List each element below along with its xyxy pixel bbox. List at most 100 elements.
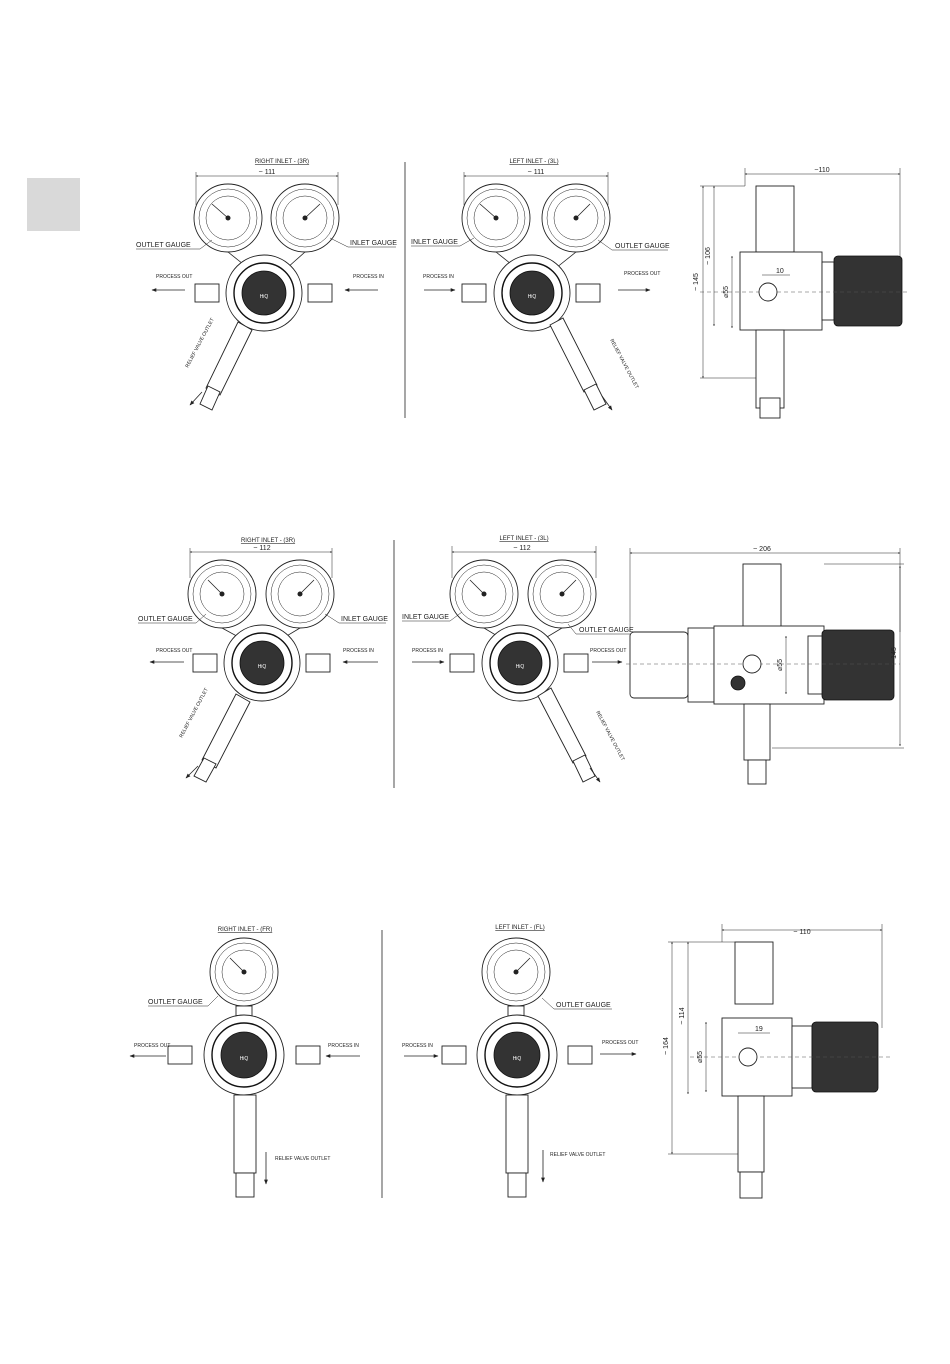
front-view-left-inlet-3l: LEFT INLET - (3L) ~ 112 INLET GAUGE OUTL… xyxy=(402,536,634,783)
process-in-label: PROCESS IN xyxy=(423,274,454,280)
port xyxy=(742,654,762,674)
outlet-gauge-label: OUTLET GAUGE xyxy=(579,627,634,634)
side-view: ~ 206 ~ 145 ⌀55 xyxy=(626,546,904,785)
process-out-label: PROCESS OUT xyxy=(156,274,192,280)
relief-valve-label: RELIEF VALVE OUTLET xyxy=(594,710,625,762)
diameter-dimension: ⌀55 xyxy=(777,659,784,671)
length-dimension: ~110 xyxy=(814,167,829,174)
outlet-gauge xyxy=(527,559,597,629)
front-view-right-inlet-fr: RIGHT INLET - (FR) OUTLET GAUGE HiQ PROC… xyxy=(129,927,360,1198)
outlet-gauge-label: OUTLET GAUGE xyxy=(556,1002,611,1009)
process-out-label: PROCESS OUT xyxy=(624,271,660,277)
upper-gauge-stem xyxy=(734,941,774,1005)
inlet-gauge xyxy=(449,559,519,629)
view-title: RIGHT INLET - (3R) xyxy=(241,538,295,544)
offset-dimension: 19 xyxy=(755,1026,763,1033)
row-1: RIGHT INLET - (3R) ~ 111 OUTLET GAUGE IN… xyxy=(136,159,910,419)
length-dimension: ~ 206 xyxy=(753,546,771,553)
front-view-right-inlet-3r: RIGHT INLET - (3R) ~ 111 OUTLET GAUGE IN… xyxy=(136,159,397,411)
front-view-right-inlet-3r: RIGHT INLET - (3R) ~ 112 OUTLET GAUGE IN… xyxy=(138,538,388,783)
outlet-gauge-label: OUTLET GAUGE xyxy=(148,999,203,1006)
height-total-dimension: ~ 145 xyxy=(693,273,700,291)
process-out-label: PROCESS OUT xyxy=(134,1043,170,1049)
front-view-left-inlet-fl: LEFT INLET - (FL) OUTLET GAUGE HiQ PROCE… xyxy=(402,925,638,1198)
regulator-body: HiQ xyxy=(167,1014,321,1096)
outlet-gauge xyxy=(187,559,257,629)
width-dimension: ~ 111 xyxy=(259,169,276,176)
regulator-body: HiQ xyxy=(449,624,589,702)
width-dimension: ~ 112 xyxy=(253,545,270,552)
relief-valve-label: RELIEF VALVE OUTLET xyxy=(184,317,215,369)
process-out-label: PROCESS OUT xyxy=(602,1040,638,1046)
inlet-gauge xyxy=(270,183,340,253)
view-title: RIGHT INLET - (FR) xyxy=(218,927,272,933)
upper-gauge-stem xyxy=(755,185,795,253)
port xyxy=(758,282,778,302)
handknob xyxy=(821,629,895,701)
relief-valve xyxy=(755,329,785,409)
relief-valve xyxy=(737,1095,765,1173)
relief-valve xyxy=(549,317,607,411)
port xyxy=(738,1047,758,1067)
body xyxy=(713,625,825,705)
outlet-gauge xyxy=(541,183,611,253)
relief-valve xyxy=(537,687,596,783)
process-in-label: PROCESS IN xyxy=(353,274,384,280)
outlet-gauge-label: OUTLET GAUGE xyxy=(615,243,670,250)
process-out-label: PROCESS OUT xyxy=(590,648,626,654)
front-view-left-inlet-3l: LEFT INLET - (3L) ~ 111 INLET GAUGE OUTL… xyxy=(411,159,670,411)
brand-mark: HiQ xyxy=(260,294,269,300)
regulator-body: HiQ xyxy=(441,1014,593,1096)
regulator-body: HiQ xyxy=(194,254,333,332)
process-out-label: PROCESS OUT xyxy=(156,648,192,654)
side-view: ~ 110 ~ 164 ~ 114 ⌀55 19 xyxy=(663,924,890,1199)
brand-mark: HiQ xyxy=(513,1056,522,1062)
inlet-gauge-label: INLET GAUGE xyxy=(341,616,388,623)
view-title: LEFT INLET - (3L) xyxy=(499,536,548,542)
relief-valve-label: RELIEF VALVE OUTLET xyxy=(550,1152,605,1158)
diameter-dimension: ⌀55 xyxy=(723,286,730,298)
upper-gauge-stem xyxy=(742,563,782,629)
outlet-gauge xyxy=(209,937,279,1007)
handknob xyxy=(833,255,903,327)
row-2: RIGHT INLET - (3R) ~ 112 OUTLET GAUGE IN… xyxy=(138,536,904,788)
inlet-gauge-label: INLET GAUGE xyxy=(402,614,449,621)
row-3: RIGHT INLET - (FR) OUTLET GAUGE HiQ PROC… xyxy=(129,924,890,1199)
outlet-gauge xyxy=(481,937,551,1007)
regulator-body: HiQ xyxy=(461,254,601,332)
height-partial-dimension: ~ 114 xyxy=(679,1007,686,1024)
view-title: LEFT INLET - (FL) xyxy=(495,925,544,931)
relief-valve-label: RELIEF VALVE OUTLET xyxy=(275,1156,330,1162)
side-view: ~110 ~ 145 ~ 106 ⌀55 10 xyxy=(693,167,910,419)
view-title: LEFT INLET - (3L) xyxy=(509,159,558,165)
process-in-label: PROCESS IN xyxy=(402,1043,433,1049)
outlet-gauge-label: OUTLET GAUGE xyxy=(136,242,191,249)
inlet-gauge xyxy=(461,183,531,253)
process-in-label: PROCESS IN xyxy=(328,1043,359,1049)
height-total-dimension: ~ 145 xyxy=(891,647,898,665)
regulator-body: HiQ xyxy=(192,624,331,702)
relief-valve xyxy=(505,1094,529,1198)
height-partial-dimension: ~ 106 xyxy=(705,247,712,265)
brand-mark: HiQ xyxy=(258,664,267,670)
process-in-label: PROCESS IN xyxy=(343,648,374,654)
brand-mark: HiQ xyxy=(528,294,537,300)
relief-valve xyxy=(233,1094,257,1198)
width-dimension: ~ 111 xyxy=(528,169,545,176)
inlet-gauge-label: INLET GAUGE xyxy=(411,239,458,246)
offset-dimension: 10 xyxy=(776,268,784,275)
relief-valve xyxy=(193,693,251,783)
brand-mark: HiQ xyxy=(240,1056,249,1062)
brand-mark: HiQ xyxy=(516,664,525,670)
outlet-gauge-label: OUTLET GAUGE xyxy=(138,616,193,623)
body xyxy=(739,251,823,331)
width-dimension: ~ 112 xyxy=(513,545,530,552)
relief-valve-label: RELIEF VALVE OUTLET xyxy=(178,687,209,739)
page-tab-marker xyxy=(27,178,80,231)
process-in-label: PROCESS IN xyxy=(412,648,443,654)
diameter-dimension: ⌀55 xyxy=(697,1051,704,1063)
relief-valve xyxy=(743,703,771,761)
outlet-gauge xyxy=(193,183,263,253)
inlet-gauge xyxy=(265,559,335,629)
